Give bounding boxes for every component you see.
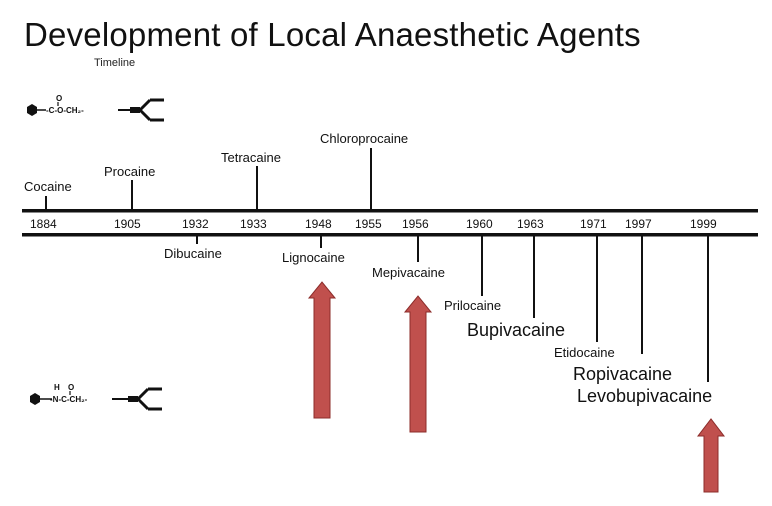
agent-label: Prilocaine <box>444 298 502 313</box>
agent-label: Mepivacaine <box>372 265 445 280</box>
agent-label: Dibucaine <box>164 246 222 261</box>
year-label: 1955 <box>355 217 382 231</box>
year-label: 1999 <box>690 217 717 231</box>
ester-carbonyl-o: O <box>56 94 62 103</box>
agent-label: Procaine <box>104 164 156 179</box>
year-label: 1956 <box>402 217 429 231</box>
agent-label: Tetracaine <box>221 150 281 165</box>
agent-label: Chloroprocaine <box>320 131 409 146</box>
year-label: 1948 <box>305 217 332 231</box>
timeline-bar-bottom <box>22 233 758 237</box>
agent-label: Lignocaine <box>282 250 345 265</box>
agent-label: Etidocaine <box>554 345 615 360</box>
year-label: 1933 <box>240 217 267 231</box>
year-label: 1963 <box>517 217 544 231</box>
year-label: 1884 <box>30 217 57 231</box>
amide-carbonyl-o: O <box>68 383 74 392</box>
amide-h: H <box>54 383 60 392</box>
agent-label: Levobupivacaine <box>577 386 713 406</box>
year-label: 1960 <box>466 217 493 231</box>
arrow-mepivacaine <box>403 295 433 433</box>
agent-label: Bupivacaine <box>467 320 566 340</box>
page-subtitle: Timeline <box>94 57 136 69</box>
page-title: Development of Local Anaesthetic Agents <box>24 16 641 53</box>
amide-aromatic-ring <box>30 393 40 405</box>
year-label: 1905 <box>114 217 141 231</box>
agent-label: Cocaine <box>24 179 72 194</box>
timeline-bar-top <box>22 209 758 213</box>
amide-chain: -N-C-CH₂- <box>50 395 88 404</box>
ester-aromatic-ring <box>27 104 37 116</box>
year-label: 1971 <box>580 217 607 231</box>
amide-structure: H O -N-C-CH₂- <box>30 383 162 411</box>
ester-chain: -C-O-CH₂- <box>46 106 84 115</box>
agent-label: Ropivacaine <box>573 364 673 384</box>
ester-structure: O -C-O-CH₂- <box>27 94 164 122</box>
arrow-lignocaine <box>307 281 337 419</box>
year-label: 1932 <box>182 217 209 231</box>
year-label: 1997 <box>625 217 652 231</box>
arrow-levobupivacaine <box>696 418 726 493</box>
